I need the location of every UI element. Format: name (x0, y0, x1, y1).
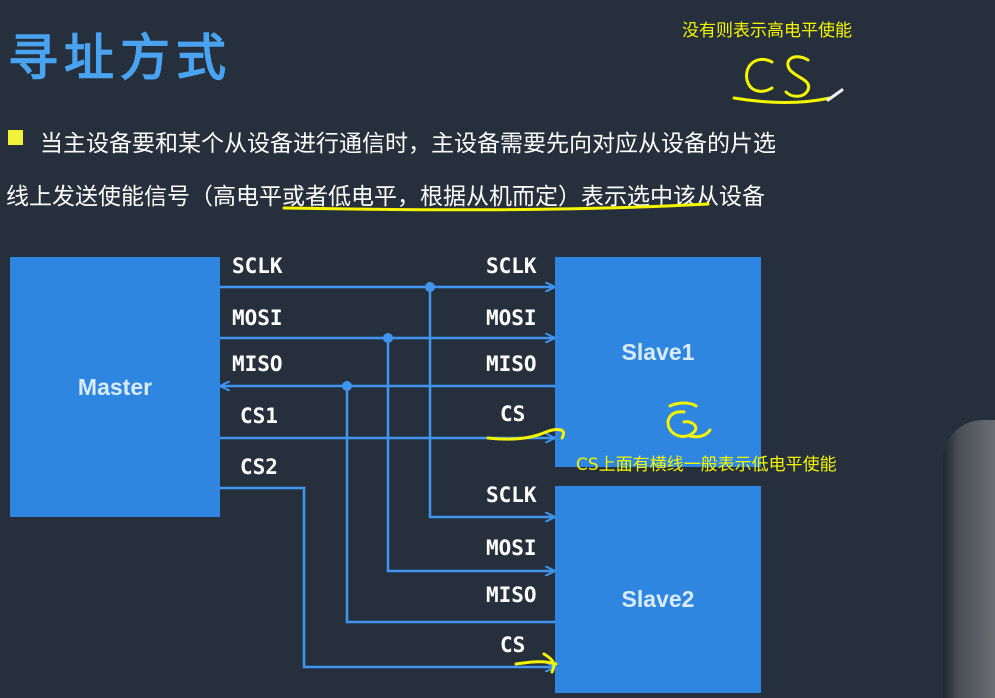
bullet-square-icon (8, 130, 23, 145)
master-signal-cs2: CS2 (240, 455, 278, 479)
slave2-signal-mosi: MOSI (486, 536, 537, 560)
slave2-box: Slave2 (555, 486, 761, 693)
slave2-signal-cs: CS (500, 633, 526, 657)
wire-miso-slave2 (345, 386, 555, 624)
wire-cs2 (220, 486, 553, 667)
wire-sclk-slave2 (428, 287, 553, 517)
master-box: Master (10, 257, 220, 517)
annotation-no-bar: 没有则表示高电平使能 (682, 21, 852, 41)
handwritten-cs-top (745, 55, 811, 98)
slide-title: 寻址方式 (8, 28, 232, 87)
handwritten-cs-slave1 (666, 401, 712, 439)
junction-mosi (383, 333, 393, 343)
handwritten-bar-cs1 (486, 428, 565, 441)
slave1-box: Slave1 (555, 257, 761, 467)
junction-miso (342, 381, 352, 391)
slave2-signal-miso: MISO (486, 583, 537, 607)
description-line-1: 当主设备要和某个从设备进行通信时，主设备需要先向对应从设备的片选 (40, 131, 776, 157)
slave1-label: Slave1 (621, 338, 695, 365)
wire-mosi-slave2 (386, 338, 553, 571)
slave1-signal-cs: CS (500, 402, 526, 426)
slave1-signal-miso: MISO (486, 352, 537, 376)
slave2-label: Slave2 (621, 586, 695, 612)
pen-mark-icon (826, 88, 844, 102)
slave1-signal-mosi: MOSI (486, 306, 537, 330)
handwritten-arrow-cs2 (514, 652, 558, 674)
annotation-bar: CS上面有横线一般表示低电平使能 (576, 455, 837, 475)
handwritten-underline-para (282, 202, 710, 212)
master-signal-sclk: SCLK (232, 254, 283, 278)
junction-sclk (425, 282, 435, 292)
master-signal-cs1: CS1 (240, 404, 278, 428)
master-label: Master (77, 373, 153, 400)
master-signal-mosi: MOSI (232, 306, 283, 330)
slave1-signal-sclk: SCLK (486, 254, 537, 278)
slave2-signal-sclk: SCLK (486, 483, 537, 507)
presenter-silhouette (943, 420, 995, 698)
handwritten-underline-top (732, 96, 832, 104)
master-signal-miso: MISO (232, 352, 283, 376)
